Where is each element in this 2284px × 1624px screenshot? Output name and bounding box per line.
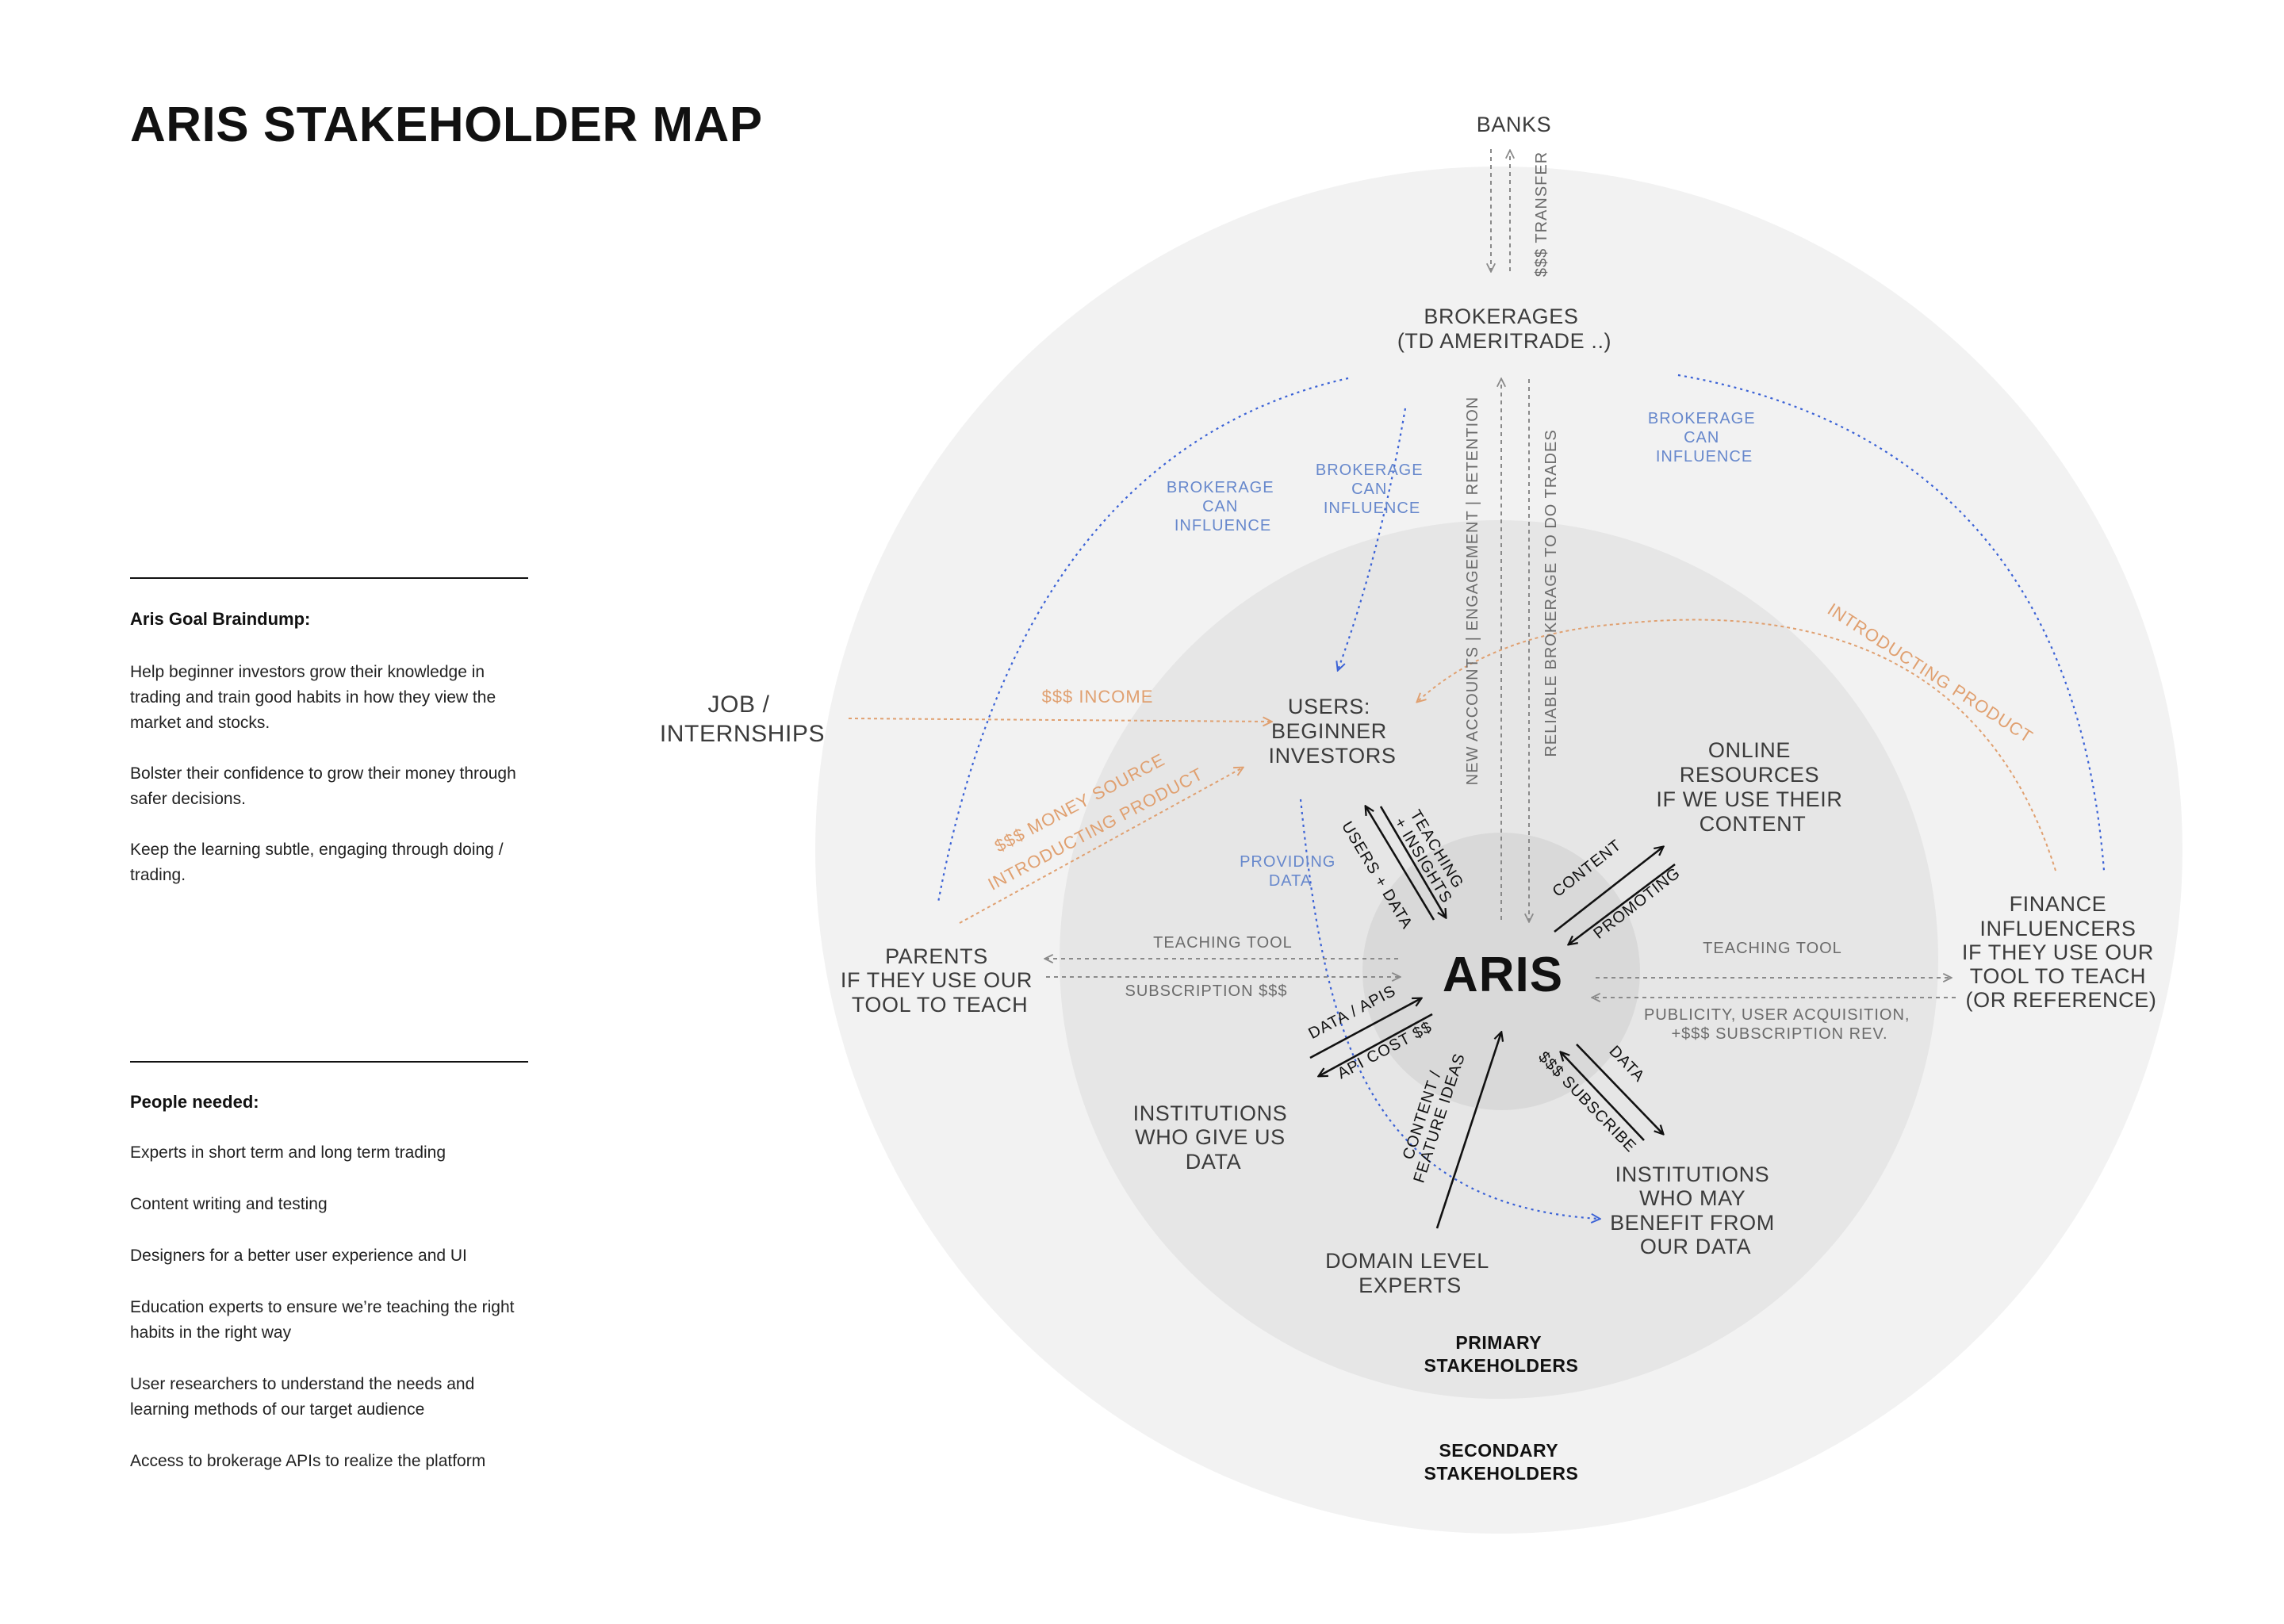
node-users: USERS: BEGINNER INVESTORS <box>1269 695 1397 768</box>
node-parents: PARENTS IF THEY USE OUR TOOL TO TEACH <box>841 944 1039 1017</box>
people-item: Designers for a better user experience a… <box>130 1247 467 1265</box>
aris-core <box>1362 833 1640 1110</box>
people-item: Education experts to ensure we’re teachi… <box>130 1298 515 1342</box>
goal-heading: Aris Goal Braindump: <box>130 609 311 629</box>
people-item: User researchers to understand the needs… <box>130 1375 475 1419</box>
goal-paragraph: Bolster their confidence to grow their m… <box>130 764 516 808</box>
people-item: Experts in short term and long term trad… <box>130 1143 446 1162</box>
edge-label-brokerage-influence: BROKERAGE CAN INFLUENCE <box>1167 479 1279 534</box>
goal-paragraph: Help beginner investors grow their knowl… <box>130 663 496 732</box>
node-finance-influencers: FINANCE INFLUENCERS IF THEY USE OUR TOOL… <box>1962 892 2160 1012</box>
edge-label-subscription: SUBSCRIPTION $$$ <box>1125 982 1288 1000</box>
people-item: Content writing and testing <box>130 1195 328 1213</box>
ring-label-primary: PRIMARY STAKEHOLDERS <box>1424 1332 1579 1376</box>
aris-center-label: ARIS <box>1443 948 1563 1002</box>
node-institutions-benefit: INSTITUTIONS WHO MAY BENEFIT FROM OUR DA… <box>1610 1162 1781 1258</box>
goal-divider <box>130 577 528 579</box>
node-institutions-data: INSTITUTIONS WHO GIVE US DATA <box>1133 1101 1294 1174</box>
node-domain-experts: DOMAIN LEVEL EXPERTS <box>1325 1249 1495 1297</box>
edge-label-teaching-tool: TEACHING TOOL <box>1703 940 1842 957</box>
page-title: ARIS STAKEHOLDER MAP <box>130 98 763 152</box>
edge-label-providing-data: PROVIDING DATA <box>1240 853 1341 890</box>
edge-label-transfer: $$$ TRANSFER <box>1533 151 1550 277</box>
edge-label-income: $$$ INCOME <box>1042 687 1154 707</box>
edge-label-brokerage-influence: BROKERAGE CAN INFLUENCE <box>1316 462 1428 517</box>
node-job-internships: JOB / INTERNSHIPS <box>660 691 825 747</box>
node-banks: BANKS <box>1477 113 1552 136</box>
people-item: Access to brokerage APIs to realize the … <box>130 1452 486 1470</box>
people-heading: People needed: <box>130 1092 259 1112</box>
ring-label-secondary: SECONDARY STAKEHOLDERS <box>1424 1440 1579 1484</box>
node-brokerages: BROKERAGES (TD AMERITRADE ..) <box>1397 304 1611 353</box>
goal-paragraph: Keep the learning subtle, engaging throu… <box>130 841 504 884</box>
node-online-resources: ONLINE RESOURCES IF WE USE THEIR CONTENT <box>1656 738 1849 836</box>
edge-label-teaching-tool: TEACHING TOOL <box>1153 934 1293 952</box>
people-divider <box>130 1061 528 1063</box>
edge-label-brokerage-influence: BROKERAGE CAN INFLUENCE <box>1648 410 1761 465</box>
edge-label-publicity: PUBLICITY, USER ACQUISITION, +$$$ SUBSCR… <box>1644 1006 1915 1043</box>
edge-label-new-accounts: NEW ACCOUNTS | ENGAGEMENT | RETENTION <box>1464 396 1481 785</box>
edge-label-reliable-brokerage: RELIABLE BROKERAGE TO DO TRADES <box>1542 429 1560 756</box>
